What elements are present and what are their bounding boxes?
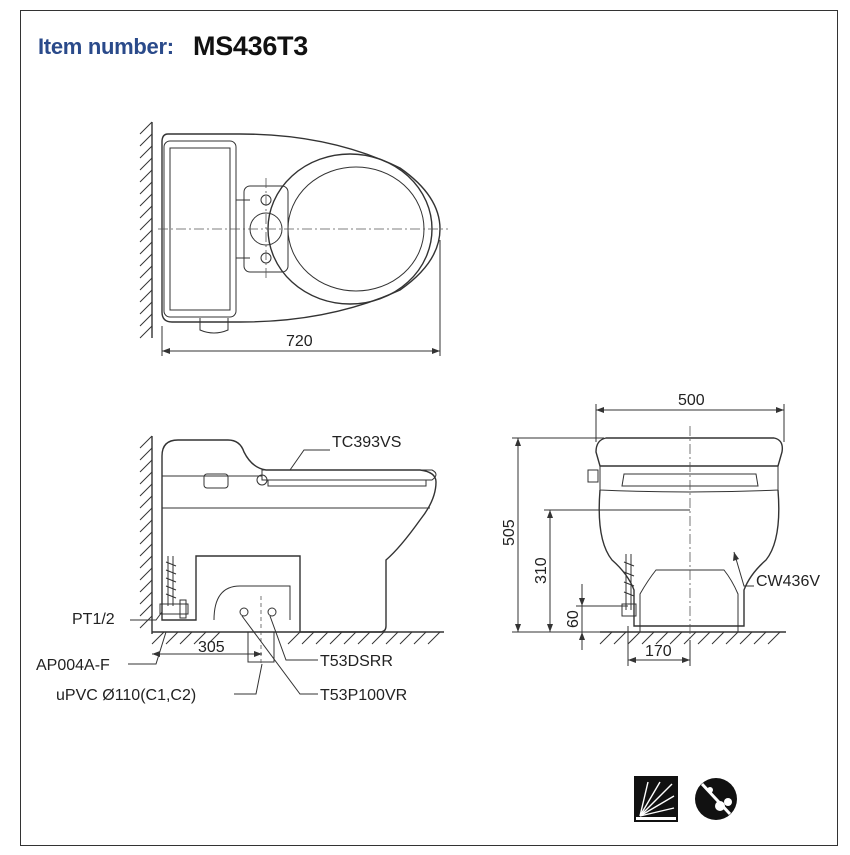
side-supply-valve (159, 603, 189, 615)
top-tank-lid (169, 147, 231, 311)
label-drain-pipe: uPVC Ø110(C1,C2) (56, 687, 196, 704)
side-body-outline (161, 439, 437, 633)
top-wall-hatch (139, 121, 153, 339)
top-view: 720 (139, 121, 448, 356)
glaze-surface-icon (634, 776, 678, 822)
dim-305-text: 305 (198, 639, 225, 656)
label-flange: AP004A-F (36, 657, 110, 674)
label-seat: TC393VS (332, 434, 401, 451)
dim-505-text: 505 (501, 519, 518, 546)
dim-170-text: 170 (645, 643, 672, 660)
item-number-value: MS436T3 (193, 31, 308, 61)
front-bowl (598, 489, 780, 627)
dim-60-text: 60 (565, 610, 582, 628)
dim-500-text: 500 (678, 392, 705, 409)
label-bowl: CW436V (756, 573, 820, 590)
front-lid (595, 437, 784, 467)
side-view: 305 TC393VS PT1/2 AP004A-F uPVC Ø110(C1,… (36, 434, 444, 704)
front-seat (621, 473, 759, 487)
side-trap (213, 585, 291, 621)
item-number-label: Item number: (38, 34, 174, 59)
anti-bacteria-icon (694, 776, 738, 822)
top-body-outline (161, 133, 441, 323)
dim-720-text: 720 (286, 333, 313, 350)
label-fixing-bolt: T53DSRR (320, 653, 393, 670)
label-connector: T53P100VR (320, 687, 407, 704)
drawing-frame (20, 10, 838, 846)
front-view: 500 505 310 60 170 CW436V (501, 392, 820, 666)
dim-310-text: 310 (533, 557, 550, 584)
top-button (199, 318, 229, 334)
label-supply-valve: PT1/2 (72, 611, 115, 628)
side-seat (261, 469, 437, 481)
side-button (203, 473, 229, 489)
